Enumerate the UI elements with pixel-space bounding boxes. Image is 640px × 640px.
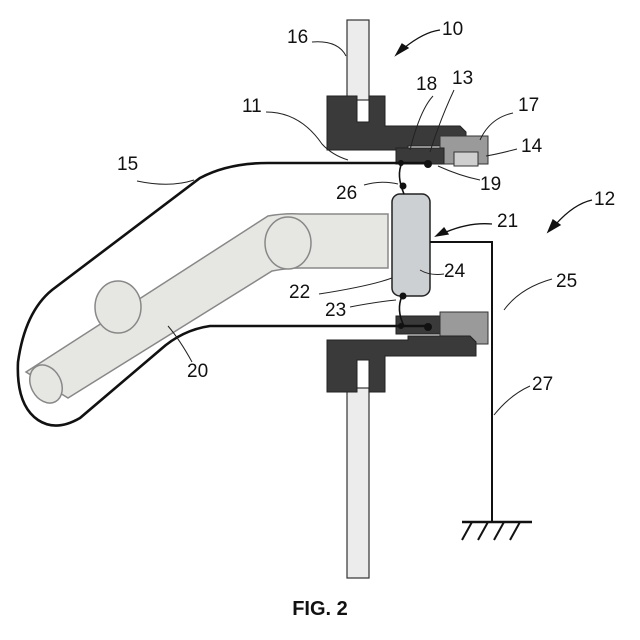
tube-joint-1 xyxy=(265,217,311,269)
upper-node-2 xyxy=(400,183,407,190)
lower-node-2 xyxy=(398,323,404,329)
ref-24: 24 xyxy=(444,261,466,282)
wall-upper xyxy=(347,20,369,100)
tube-joint-2 xyxy=(95,281,141,333)
ref-25: 25 xyxy=(556,271,577,292)
ref-26: 26 xyxy=(336,183,357,204)
ref-12: 12 xyxy=(594,189,615,210)
ground-hatch-1 xyxy=(462,522,472,540)
lower-node-3 xyxy=(424,323,432,331)
conductor-body xyxy=(392,194,430,296)
ref-15: 15 xyxy=(117,154,138,175)
ground-hatch-4 xyxy=(510,522,520,540)
ref-19: 18 xyxy=(416,74,437,95)
lower-node-1 xyxy=(400,293,407,300)
ref-17: 17 xyxy=(518,95,539,116)
ground-wire xyxy=(430,242,492,522)
ref-21: 21 xyxy=(497,211,518,232)
wall-lower xyxy=(347,388,369,578)
ref-11: 11 xyxy=(242,96,262,117)
upper-nut-cap xyxy=(454,152,478,166)
figure-caption: FIG. 2 xyxy=(0,598,640,621)
upper-node-1 xyxy=(398,160,404,166)
ref-20: 20 xyxy=(187,361,208,382)
ground-hatch-2 xyxy=(478,522,488,540)
ref-23: 23 xyxy=(325,300,346,321)
ref-13: 13 xyxy=(452,68,473,89)
ref-18: 19 xyxy=(480,174,501,195)
ground-hatch-3 xyxy=(494,522,504,540)
ref-10: 10 xyxy=(442,19,463,40)
lower-clamp xyxy=(327,336,476,392)
ref-27: 27 xyxy=(532,374,553,395)
upper-node-3 xyxy=(424,160,432,168)
ref-22: 22 xyxy=(289,282,310,303)
ref-16: 16 xyxy=(287,27,308,48)
ref-14: 14 xyxy=(521,136,543,157)
